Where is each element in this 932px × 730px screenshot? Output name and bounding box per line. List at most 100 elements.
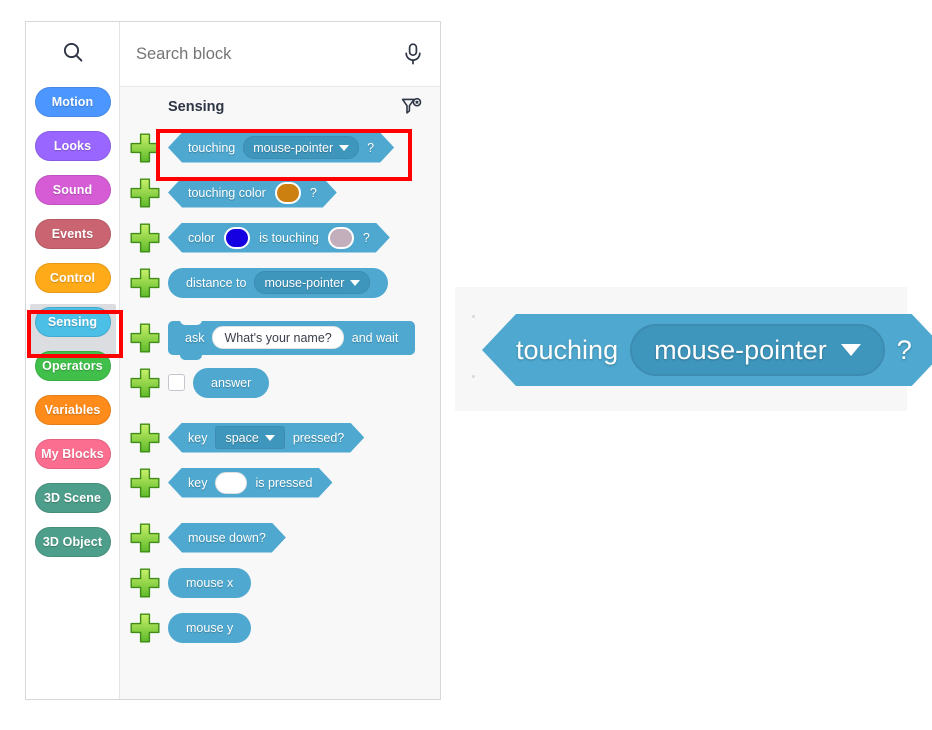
category-wrap-looks: Looks <box>34 131 111 175</box>
category-wrap-operators: Operators <box>34 351 111 395</box>
blocks-header-title: Sensing <box>168 99 225 115</box>
dropdown-value: mouse-pointer <box>253 140 334 155</box>
dropdown-value: mouse-pointer <box>264 275 345 290</box>
block-label: ? <box>367 140 375 155</box>
block-label: ? <box>309 185 317 200</box>
block-touching-color[interactable]: touching color? <box>168 178 337 208</box>
category-label: 3D Object <box>42 535 103 549</box>
add-block-plus-icon[interactable] <box>128 266 162 300</box>
add-block-plus-icon[interactable] <box>128 176 162 210</box>
add-block-plus-icon[interactable] <box>128 221 162 255</box>
search-icon-cell[interactable] <box>26 22 119 87</box>
search-bar <box>120 22 440 87</box>
block-empty-input-slot[interactable] <box>215 472 247 494</box>
category-wrap-my-blocks: My Blocks <box>34 439 111 483</box>
add-block-plus-icon[interactable] <box>128 521 162 555</box>
preview-dropdown-mouse-pointer[interactable]: mouse-pointer <box>630 324 885 376</box>
block-color-swatch[interactable] <box>275 182 301 204</box>
preview-label-left: touching <box>516 334 619 365</box>
block-label: answer <box>211 375 252 390</box>
category-label: Looks <box>53 139 92 153</box>
block-label: color <box>188 230 216 245</box>
category-button-sensing[interactable]: Sensing <box>34 307 111 337</box>
block-row-mouse-down: mouse down? <box>120 515 440 560</box>
category-wrap-control: Control <box>34 263 111 307</box>
block-mouse-x[interactable]: mouse x <box>168 567 252 598</box>
preview-dropdown-value: mouse-pointer <box>654 334 827 365</box>
chevron-down-icon <box>350 279 361 286</box>
add-block-plus-icon[interactable] <box>128 421 162 455</box>
category-button-control[interactable]: Control <box>34 263 111 293</box>
category-wrap-3d-object: 3D Object <box>34 527 111 571</box>
add-block-plus-icon[interactable] <box>128 466 162 500</box>
block-dropdown-space[interactable]: space <box>215 426 284 449</box>
search-input[interactable] <box>134 43 394 65</box>
block-label: is touching <box>259 230 319 245</box>
category-button-my-blocks[interactable]: My Blocks <box>34 439 111 469</box>
category-button-3d-scene[interactable]: 3D Scene <box>34 483 111 513</box>
category-wrap-3d-scene: 3D Scene <box>34 483 111 527</box>
block-group-spacer <box>120 505 440 515</box>
block-mouse-y[interactable]: mouse y <box>168 612 252 643</box>
chevron-down-icon <box>339 145 349 151</box>
category-button-sound[interactable]: Sound <box>34 175 111 205</box>
block-label: mouse x <box>186 575 234 590</box>
category-label: Variables <box>44 403 101 417</box>
chevron-down-icon <box>841 344 861 356</box>
block-dropdown-mouse-pointer[interactable]: mouse-pointer <box>243 136 359 159</box>
add-block-plus-icon[interactable] <box>128 566 162 600</box>
category-label: 3D Scene <box>43 491 102 505</box>
dropdown-value: space <box>225 430 259 445</box>
category-button-looks[interactable]: Looks <box>34 131 111 161</box>
add-block-plus-icon[interactable] <box>128 131 162 165</box>
block-dropdown-mouse-pointer[interactable]: mouse-pointer <box>254 271 371 294</box>
category-button-events[interactable]: Events <box>34 219 111 249</box>
filter-clear-icon[interactable] <box>400 97 422 117</box>
block-row-touching-color: touching color? <box>120 170 440 215</box>
category-label: Events <box>51 227 94 241</box>
block-row-mouse-y: mouse y <box>120 605 440 650</box>
block-preview-panel: touching mouse-pointer ? <box>455 287 907 411</box>
category-label: Motion <box>51 95 94 109</box>
category-label: My Blocks <box>41 447 104 461</box>
category-wrap-variables: Variables <box>34 395 111 439</box>
add-block-plus-icon[interactable] <box>128 366 162 400</box>
block-mouse-down[interactable]: mouse down? <box>168 523 286 553</box>
microphone-icon[interactable] <box>402 42 424 66</box>
block-color-swatch[interactable] <box>328 227 354 249</box>
category-button-motion[interactable]: Motion <box>34 87 111 117</box>
block-color-swatch[interactable] <box>224 227 250 249</box>
block-monitor-checkbox[interactable] <box>168 374 185 391</box>
category-button-variables[interactable]: Variables <box>34 395 111 425</box>
block-label: key <box>188 475 208 490</box>
block-label: touching color <box>188 185 266 200</box>
category-wrap-events: Events <box>34 219 111 263</box>
search-icon <box>61 40 85 69</box>
category-label: Control <box>49 271 96 285</box>
category-button-operators[interactable]: Operators <box>34 351 111 381</box>
category-button-3d-object[interactable]: 3D Object <box>34 527 111 557</box>
block-text-input[interactable]: What's your name? <box>212 326 344 349</box>
add-block-plus-icon[interactable] <box>128 321 162 355</box>
block-label: pressed? <box>292 430 345 445</box>
block-answer[interactable]: answer <box>193 367 270 398</box>
category-wrap-motion: Motion <box>34 87 111 131</box>
add-block-plus-icon[interactable] <box>128 611 162 645</box>
preview-touching-block[interactable]: touching mouse-pointer ? <box>482 314 932 386</box>
chevron-down-icon <box>265 435 275 441</box>
